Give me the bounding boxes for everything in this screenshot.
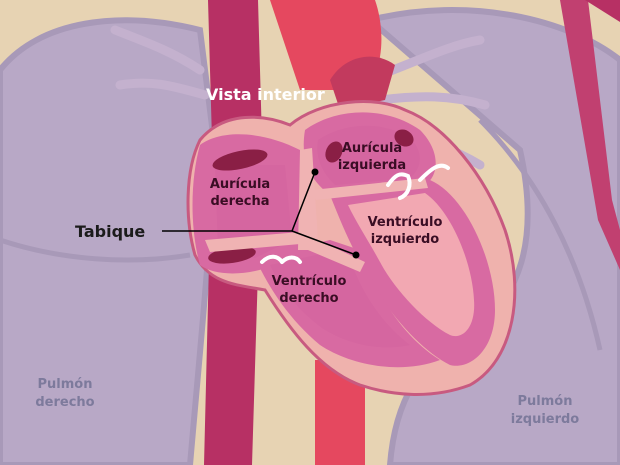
label-left-lung-line2: izquierdo bbox=[511, 412, 580, 427]
diagram-title: Vista interior bbox=[206, 85, 325, 104]
label-left-ventricle-line1: Ventrículo bbox=[368, 215, 443, 230]
label-septum: Tabique bbox=[75, 222, 145, 241]
label-right-ventricle-line1: Ventrículo bbox=[272, 274, 347, 289]
label-left-atrium-line2: izquierda bbox=[338, 158, 406, 173]
right-ventricle-chamber bbox=[270, 252, 410, 348]
label-right-lung-line1: Pulmón bbox=[38, 377, 93, 392]
left-atrium-opening-1 bbox=[325, 141, 343, 163]
septum-band-upper bbox=[312, 178, 428, 200]
left-atrium-opening-2 bbox=[394, 129, 414, 147]
left-atrium-chamber bbox=[317, 125, 420, 185]
right-corner-vessel bbox=[585, 0, 620, 22]
right-lung-fissure bbox=[0, 237, 191, 263]
label-left-lung-line1: Pulmón bbox=[518, 394, 573, 409]
valves bbox=[260, 163, 450, 264]
label-right-atrium-line1: Aurícula bbox=[210, 177, 270, 192]
septum-pointer-top bbox=[311, 168, 319, 176]
septum-leader-lines bbox=[162, 171, 357, 256]
septum-band bbox=[298, 148, 365, 272]
septum-band-horizontal bbox=[205, 232, 300, 252]
label-left-atrium-line1: Aurícula bbox=[342, 141, 402, 156]
pulmonary-artery bbox=[330, 56, 395, 110]
label-right-lung-line2: derecho bbox=[35, 395, 94, 410]
left-ventricle-chamber bbox=[348, 193, 475, 337]
label-right-atrium-line2: derecha bbox=[210, 194, 269, 209]
right-atrium-opening-top bbox=[212, 149, 268, 171]
left-side-vessel bbox=[560, 0, 620, 270]
septum-pointer-bottom bbox=[352, 251, 360, 259]
left-lung bbox=[363, 7, 620, 465]
aorta-descending bbox=[315, 360, 365, 465]
label-right-ventricle-line2: derecho bbox=[279, 291, 338, 306]
left-lung-fissure bbox=[478, 118, 603, 351]
label-left-ventricle-line2: izquierdo bbox=[371, 232, 440, 247]
